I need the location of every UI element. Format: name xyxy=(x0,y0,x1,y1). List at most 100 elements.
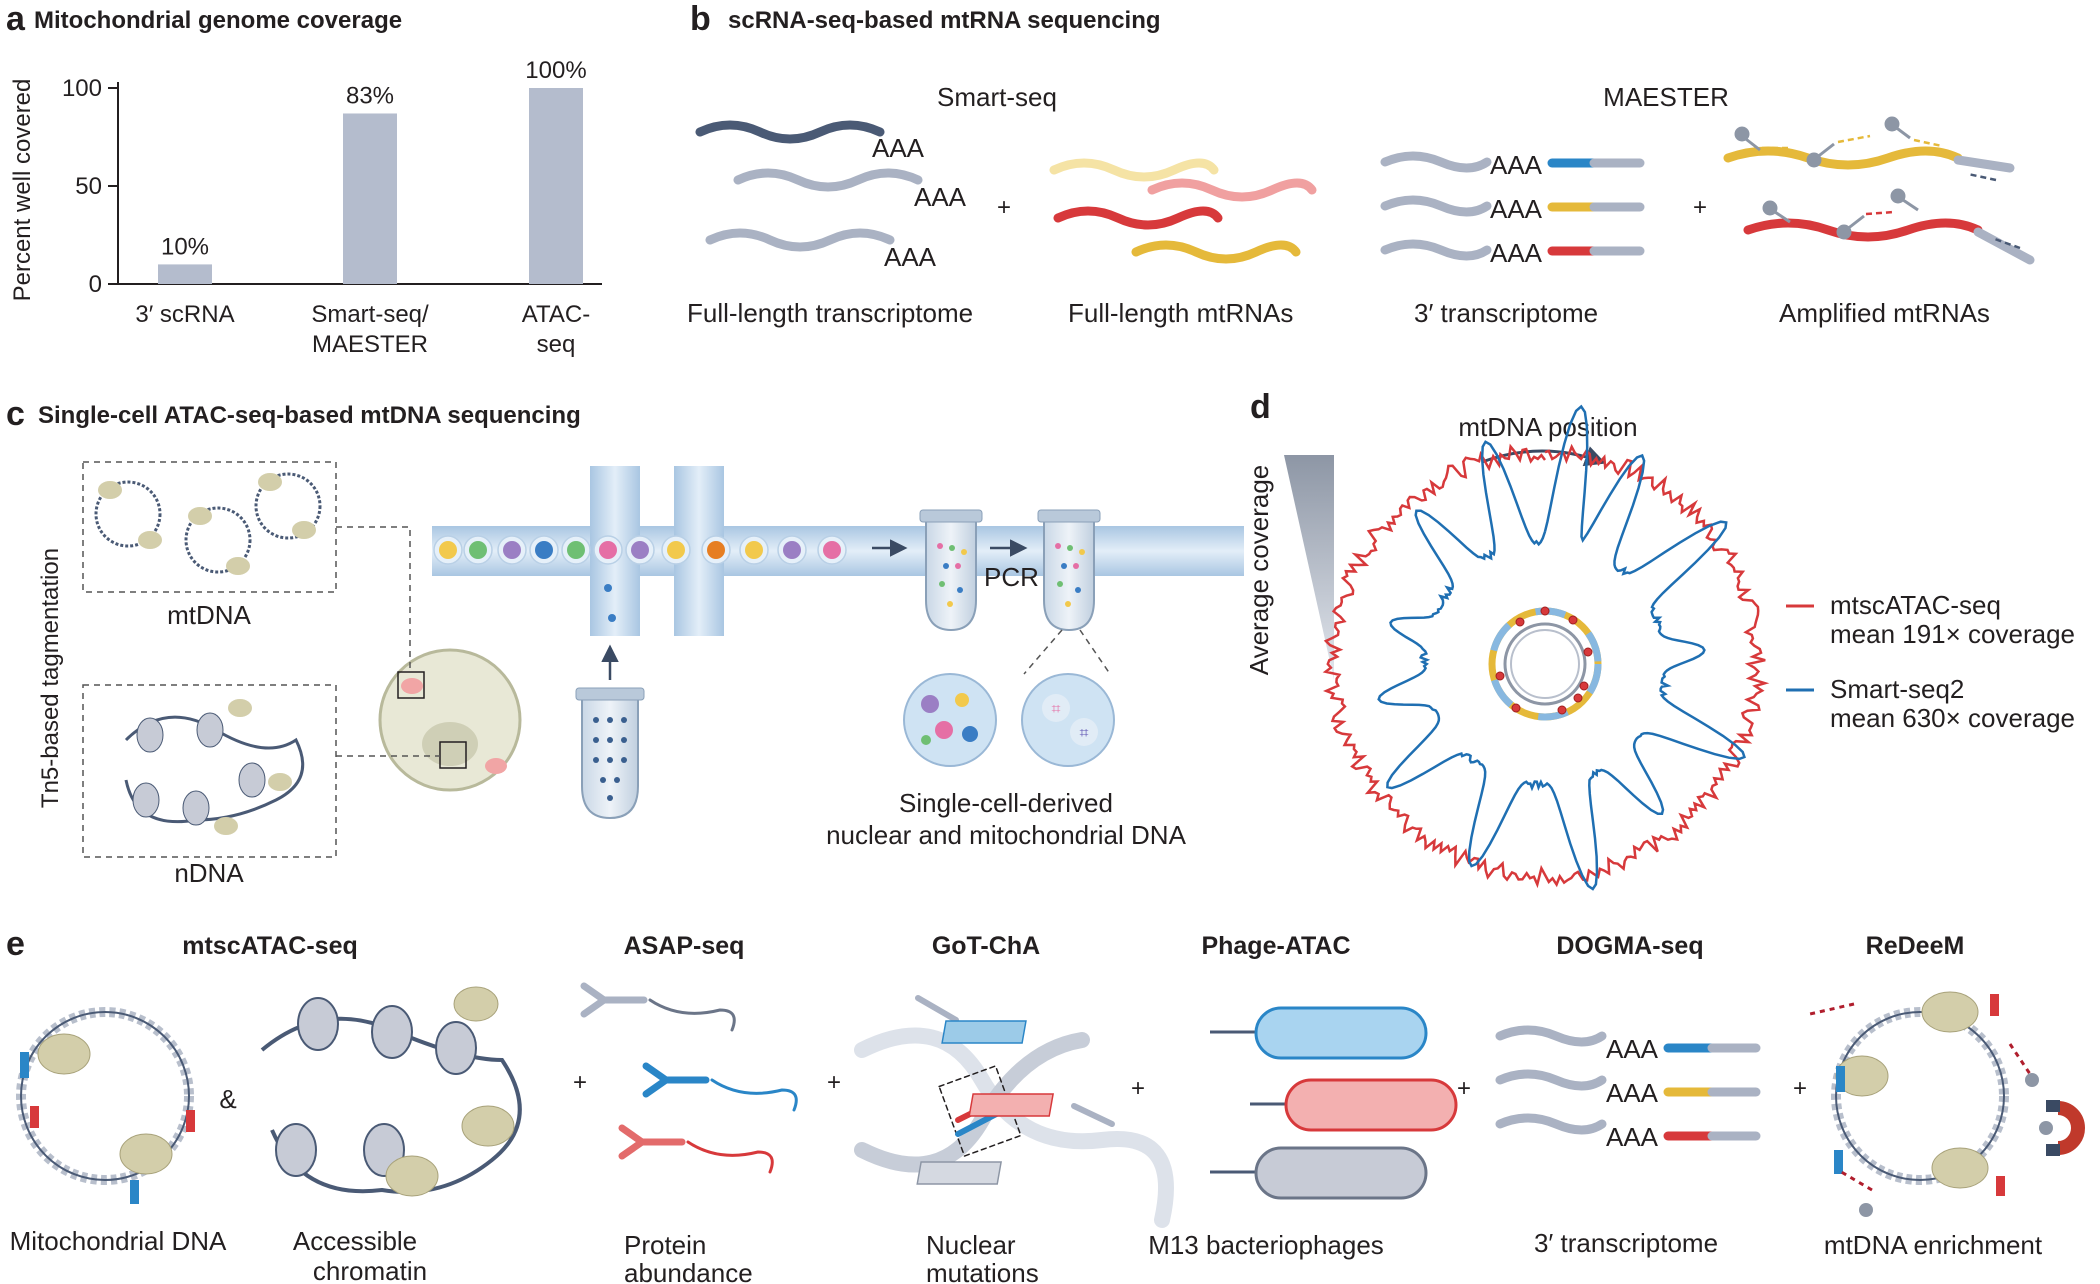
droplet-zoom-1 xyxy=(903,673,997,767)
method-title-mtscatac: mtscATAC-seq xyxy=(182,932,358,960)
plus-sign: + xyxy=(997,194,1011,221)
plus-sign: + xyxy=(1793,1075,1807,1102)
legend-mtscatac-line-2: mean 191× coverage xyxy=(1830,619,2075,649)
bar xyxy=(529,88,583,284)
redeem-illustration xyxy=(1809,991,2085,1217)
full-length-transcriptome-illustration: AAA AAA AAA xyxy=(695,120,967,272)
dogma-transcripts-illustration: AAA AAA AAA xyxy=(1495,1025,1761,1152)
ndna-box xyxy=(82,684,337,858)
panel-c-title: Single-cell ATAC-seq-based mtDNA sequenc… xyxy=(38,402,581,429)
droplet-bead xyxy=(783,541,801,559)
radial-coverage-plot xyxy=(1322,404,1770,891)
panel-c-caption-line-2: nuclear and mitochondrial DNA xyxy=(826,820,1187,850)
polya-label: AAA xyxy=(872,133,925,163)
maester-title: MAESTER xyxy=(1603,82,1729,112)
polya-label: AAA xyxy=(914,182,967,212)
x-tick-label: MAESTER xyxy=(312,331,428,358)
panel-c-letter: c xyxy=(6,395,25,433)
caption-amplified-mtrnas: Amplified mtRNAs xyxy=(1779,298,1990,328)
droplet-bead xyxy=(469,541,487,559)
panel-d-letter: d xyxy=(1250,388,1271,426)
polya-label: AAA xyxy=(1606,1078,1659,1108)
x-tick-label: 3′ scRNA xyxy=(135,301,234,328)
legend-smartseq2-line-2: mean 630× coverage xyxy=(1830,703,2075,733)
svg-text:⌗: ⌗ xyxy=(1051,699,1060,718)
method-title-phage: Phage-ATAC xyxy=(1201,932,1350,960)
method-title-gotcha: GoT-ChA xyxy=(932,932,1040,960)
caption-nuclear-line-1: Nuclear xyxy=(926,1230,1016,1260)
panel-b: b scRNA-seq-based mtRNA sequencing Smart… xyxy=(687,0,2035,328)
tn5-tagmentation-label: Tn5-based tagmentation xyxy=(37,548,64,808)
panel-a-title: Mitochondrial genome coverage xyxy=(34,7,402,34)
caption-accessible-line-1: Accessible xyxy=(293,1226,417,1256)
antibody-illustration xyxy=(580,982,798,1174)
droplet-bead xyxy=(667,541,685,559)
bar xyxy=(158,264,212,284)
x-tick-label: ATAC- xyxy=(522,301,590,328)
smartseq2-coverage-trace xyxy=(1377,404,1746,891)
mtdna-circle-illustration xyxy=(16,1007,195,1204)
plus-sign: + xyxy=(1457,1075,1471,1102)
mtdna-illustration xyxy=(94,472,322,574)
droplet-bead xyxy=(567,541,585,559)
x-tick-label: seq xyxy=(537,331,576,358)
legend-smartseq2-line-1: Smart-seq2 xyxy=(1830,674,1964,704)
three-prime-transcriptome-illustration: AAA AAA AAA xyxy=(1380,150,1645,268)
droplet-bead xyxy=(745,541,763,559)
collection-tube-1 xyxy=(919,509,983,632)
caption-protein-line-2: abundance xyxy=(624,1258,753,1284)
y-tick-label: 100 xyxy=(62,75,102,102)
panel-e: e mtscATAC-seq ASAP-seq GoT-ChA Phage-AT… xyxy=(6,925,2085,1284)
panel-e-letter: e xyxy=(6,925,25,963)
mtscatac-coverage-trace xyxy=(1322,443,1770,889)
zoom-connectors xyxy=(1023,629,1111,675)
smartseq-title: Smart-seq xyxy=(937,82,1057,112)
panel-a-letter: a xyxy=(6,0,26,38)
collection-tube-2 xyxy=(1037,509,1101,632)
polya-label: AAA xyxy=(1490,238,1543,268)
amplified-mtrnas-illustration xyxy=(1723,116,2035,265)
plus-sign: + xyxy=(1131,1075,1145,1102)
zoom-connectors xyxy=(336,526,440,757)
cell-illustration xyxy=(378,648,522,792)
method-title-dogma: DOGMA-seq xyxy=(1556,932,1703,960)
plus-sign: + xyxy=(1693,194,1707,221)
panel-d: d mtDNA position Average coverage mtscAT… xyxy=(1244,388,2075,891)
caption-mtdna-enrichment: mtDNA enrichment xyxy=(1824,1230,2043,1260)
caption-mitochondrial-dna: Mitochondrial DNA xyxy=(10,1226,227,1256)
polya-label: AAA xyxy=(1490,150,1543,180)
svg-text:⌗: ⌗ xyxy=(1079,723,1088,742)
y-tick-label: 0 xyxy=(89,271,102,298)
bar xyxy=(343,113,397,284)
droplet-bead xyxy=(599,541,617,559)
chromatin-illustration xyxy=(260,986,522,1197)
droplet-bead xyxy=(631,541,649,559)
caption-full-length-transcriptome: Full-length transcriptome xyxy=(687,298,973,328)
mtdna-genome-map xyxy=(1488,606,1602,721)
full-length-mtrnas-illustration xyxy=(1049,158,1317,264)
polya-label: AAA xyxy=(884,242,937,272)
droplet-zoom-2: ⌗ ⌗ xyxy=(1021,673,1115,767)
legend-mtscatac-line-1: mtscATAC-seq xyxy=(1830,590,2001,620)
bar-data-label: 100% xyxy=(525,57,586,84)
droplets xyxy=(433,535,847,565)
bar-data-label: 10% xyxy=(161,233,209,260)
panel-b-title: scRNA-seq-based mtRNA sequencing xyxy=(728,7,1161,34)
bead-tube-illustration xyxy=(575,687,645,820)
droplet-bead xyxy=(503,541,521,559)
plus-sign: + xyxy=(827,1069,841,1096)
ndna-illustration xyxy=(124,699,305,835)
ampersand: & xyxy=(219,1084,236,1114)
caption-accessible-line-2: chromatin xyxy=(313,1256,427,1284)
droplet-bead xyxy=(535,541,553,559)
caption-m13: M13 bacteriophages xyxy=(1148,1230,1384,1260)
mtdna-position-label: mtDNA position xyxy=(1458,412,1637,442)
panel-c: c Single-cell ATAC-seq-based mtDNA seque… xyxy=(6,395,1244,888)
average-coverage-label: Average coverage xyxy=(1244,465,1274,676)
coverage-wedge xyxy=(1284,455,1334,680)
caption-full-length-mtrnas: Full-length mtRNAs xyxy=(1068,298,1293,328)
droplet-bead xyxy=(439,541,457,559)
caption-3prime-transcriptome: 3′ transcriptome xyxy=(1414,298,1598,328)
